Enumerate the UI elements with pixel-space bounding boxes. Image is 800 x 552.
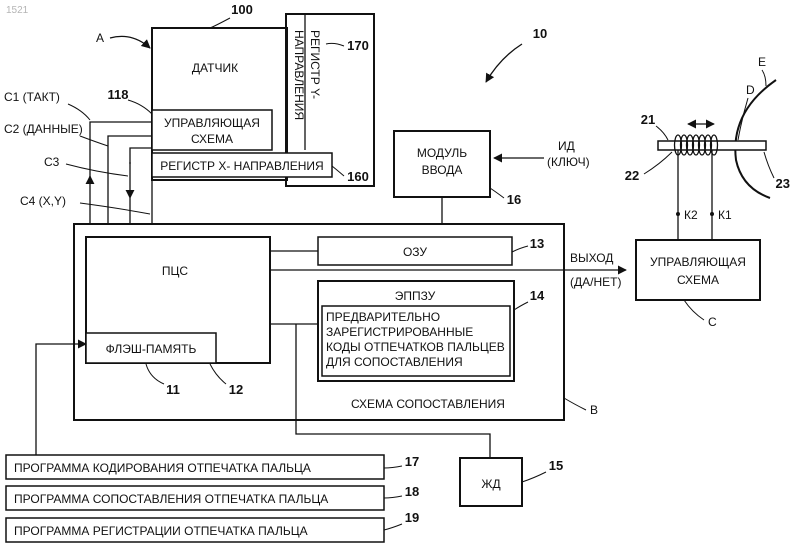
- sensor-block: ДАТЧИК 100 РЕГИСТР Y- НАПРАВЛЕНИЯ 170 УП…: [96, 2, 374, 186]
- eeprom-line-3: КОДЫ ОТПЕЧАТКОВ ПАЛЬЦЕВ: [326, 340, 505, 354]
- y-register-ref: 170: [347, 38, 369, 53]
- signal-lines: C1 (ТАКТ) C2 (ДАННЫЕ) C3 C4 (X,Y): [4, 90, 152, 236]
- program-ref-1: 17: [405, 454, 419, 469]
- actuator-bolt-ref: 23: [776, 176, 790, 191]
- eeprom-line-2: ЗАРЕГИСТРИРОВАННЫЕ: [326, 325, 473, 339]
- input-module-ref: 16: [507, 192, 521, 207]
- sensor-control-line2: СХЕМА: [191, 132, 233, 146]
- control-unit-letter: C: [708, 315, 717, 329]
- matching-circuit-label: СХЕМА СОПОСТАВЛЕНИЯ: [351, 397, 505, 411]
- eeprom-line-1: ПРЕДВАРИТЕЛЬНО: [326, 310, 440, 324]
- eeprom-ref: 14: [530, 288, 545, 303]
- figure-ref: 10: [533, 26, 547, 41]
- output-line1: ВЫХОД: [570, 251, 613, 265]
- program-label-2: ПРОГРАММА СОПОСТАВЛЕНИЯ ОТПЕЧАТКА ПАЛЬЦА: [14, 492, 328, 506]
- program-ref-3: 19: [405, 510, 419, 525]
- dsp-ref: 12: [229, 382, 243, 397]
- sensor-control-line1: УПРАВЛЯЮЩАЯ: [164, 116, 260, 130]
- k1-label: К1: [718, 208, 732, 222]
- matching-circuit-letter: B: [590, 403, 598, 417]
- eeprom-label: ЭППЗУ: [395, 289, 436, 303]
- door-arc: [735, 80, 776, 198]
- control-unit-line1: УПРАВЛЯЮЩАЯ: [650, 255, 746, 269]
- actuator-rod-ref: 21: [641, 112, 655, 127]
- control-unit-line2: СХЕМА: [677, 273, 719, 287]
- program-ref-2: 18: [405, 484, 419, 499]
- sensor-ref: 100: [231, 2, 253, 17]
- actuator-letter-d: D: [746, 83, 755, 97]
- matching-circuit: СХЕМА СОПОСТАВЛЕНИЯ B ПЦС ФЛЭШ-ПАМЯТЬ 11…: [74, 224, 626, 458]
- lcd-label: ЖД: [481, 477, 500, 491]
- id-key-line1: ИД: [558, 139, 575, 153]
- y-register-line1: РЕГИСТР Y-: [308, 30, 322, 99]
- y-register-line2: НАПРАВЛЕНИЯ: [292, 30, 306, 120]
- actuator-letter-e: E: [758, 55, 766, 69]
- sensor-control-ref-leader: [128, 100, 152, 114]
- x-register-label: РЕГИСТР X- НАПРАВЛЕНИЯ: [160, 159, 323, 173]
- signal-c1-label: C1 (ТАКТ): [4, 90, 60, 104]
- lcd-ref: 15: [549, 458, 563, 473]
- control-unit-box: [636, 240, 760, 300]
- x-register-ref: 160: [347, 169, 369, 184]
- input-module: МОДУЛЬ ВВОДА 16 ИД (КЛЮЧ): [394, 131, 590, 224]
- sensor-control-ref: 118: [108, 87, 129, 102]
- ram-ref: 13: [530, 236, 544, 251]
- program-label-3: ПРОГРАММА РЕГИСТРАЦИИ ОТПЕЧАТКА ПАЛЬЦА: [14, 524, 308, 538]
- signal-c4-label: C4 (X,Y): [20, 194, 66, 208]
- sensor-letter-arrow: [110, 36, 150, 48]
- id-key-line2: (КЛЮЧ): [547, 155, 590, 169]
- k2-label: К2: [684, 208, 698, 222]
- input-module-line1: МОДУЛЬ: [417, 146, 467, 160]
- actuator: E D 21 22 23: [625, 55, 790, 198]
- sensor-letter: A: [96, 31, 104, 45]
- lcd-block: ЖД 15: [460, 458, 563, 506]
- corner-id: 1521: [6, 5, 29, 16]
- ram-label: ОЗУ: [403, 245, 427, 259]
- eeprom-line-4: ДЛЯ СОПОСТАВЛЕНИЯ: [326, 355, 463, 369]
- actuator-coil-ref: 22: [625, 168, 639, 183]
- program-label-1: ПРОГРАММА КОДИРОВАНИЯ ОТПЕЧАТКА ПАЛЬЦА: [14, 461, 311, 475]
- dsp-label: ПЦС: [162, 264, 189, 278]
- figure-ref-arrow: [486, 44, 522, 82]
- flash-label: ФЛЭШ-ПАМЯТЬ: [106, 342, 197, 356]
- sensor-ref-leader: [210, 18, 230, 28]
- signal-c2-label: C2 (ДАННЫЕ): [4, 122, 83, 136]
- input-module-line2: ВВОДА: [422, 163, 463, 177]
- output-line2: (ДА/НЕТ): [570, 275, 621, 289]
- flash-ref: 11: [166, 382, 180, 397]
- signal-c3-label: C3: [44, 155, 60, 169]
- sensor-label: ДАТЧИК: [192, 61, 238, 75]
